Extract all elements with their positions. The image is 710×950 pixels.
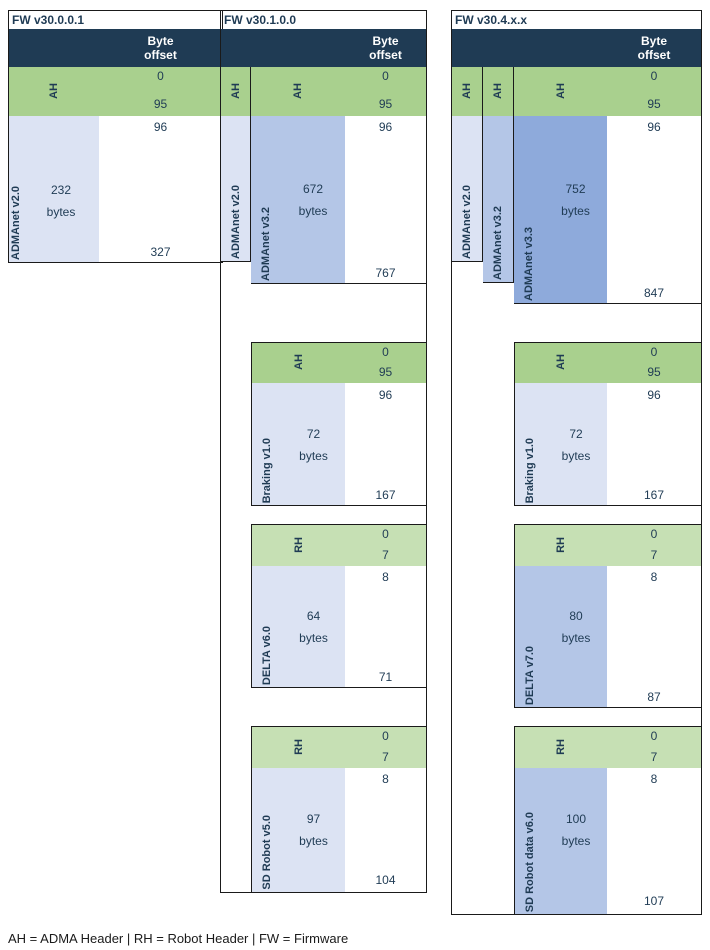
- delta-size: 80 bytes: [545, 566, 607, 707]
- legend-footer: AH = ADMA Header | RH = Robot Header | F…: [8, 931, 349, 946]
- ah-outer-block: AH: [452, 67, 483, 116]
- braking-size: 72 bytes: [282, 383, 345, 505]
- admanet-v32-block: ADMAnet v3.2: [483, 116, 514, 283]
- admanet-v20-block: ADMAnet v2.0: [221, 116, 251, 262]
- rh-offset-cell: 0 7: [607, 525, 701, 566]
- robot-section: [514, 726, 702, 915]
- delta-block: DELTA v6.0: [252, 566, 282, 687]
- ah-outer-block: AH: [221, 67, 251, 116]
- admanet-v20-block: ADMAnet v2.0: [452, 116, 483, 262]
- braking-size: 72 bytes: [545, 383, 607, 505]
- braking-offset-cell: 96 167: [345, 383, 426, 505]
- ah-offset-cell: 0 95: [345, 67, 426, 116]
- ah-block: AH: [251, 67, 345, 116]
- header-blank: [452, 29, 607, 67]
- ah-block: AH: [514, 67, 607, 116]
- header-blank: [221, 29, 345, 67]
- fw-title: FW v30.1.0.0: [224, 13, 297, 27]
- delta-size: 64 bytes: [282, 566, 345, 687]
- ah-offset-end: 95: [153, 97, 168, 111]
- delta-section: [251, 524, 427, 688]
- robot-offset-cell: 8 104: [345, 768, 426, 892]
- rh-offset-cell: 0 7: [607, 727, 701, 768]
- delta-section: [514, 524, 702, 708]
- rh-block: RH: [252, 525, 345, 566]
- robot-size: 97 bytes: [282, 768, 345, 892]
- braking-offset-cell: 96 167: [607, 383, 701, 505]
- braking-section: [514, 342, 702, 506]
- rh-block: RH: [252, 727, 345, 768]
- robot-size: 100 bytes: [545, 768, 607, 914]
- section-divider: [251, 283, 427, 284]
- rh-block: RH: [515, 727, 607, 768]
- robot-section: [251, 726, 427, 893]
- ah-offset-cell: 0 95: [99, 67, 222, 116]
- ah-block: AH: [515, 343, 607, 383]
- braking-section: [251, 342, 427, 506]
- admanet-offset-cell: 96 767: [345, 116, 426, 283]
- ah-offset-cell: 0 95: [607, 67, 701, 116]
- ah-outer-block: AH: [483, 67, 514, 116]
- rh-offset-cell: 0 7: [345, 727, 426, 768]
- braking-block: Braking v1.0: [515, 383, 545, 505]
- rh-offset-cell: 0 7: [345, 525, 426, 566]
- admanet-offset-cell: 96 847: [607, 116, 701, 303]
- admanet-v20-block: ADMAnet v2.0: [9, 116, 23, 262]
- braking-block: Braking v1.0: [252, 383, 282, 505]
- admanet-offset-cell: 96 327: [99, 116, 222, 262]
- fw-title: FW v30.4.x.x: [455, 13, 528, 27]
- admanet-v20-size: 232 bytes: [23, 116, 99, 262]
- ah-block: AH: [252, 343, 345, 383]
- robot-offset-cell: 8 107: [607, 768, 701, 914]
- delta-offset-cell: 8 87: [607, 566, 701, 707]
- robot-block: SD Robot data v6.0: [515, 768, 545, 914]
- ah-offset-cell: 0 95: [607, 343, 701, 383]
- delta-block: DELTA v7.0: [515, 566, 545, 707]
- header-blank: [9, 29, 99, 67]
- section-divider: [514, 303, 702, 304]
- ah-block: AH: [9, 67, 99, 116]
- ah-offset-start: 0: [157, 69, 164, 83]
- delta-offset-cell: 8 71: [345, 566, 426, 687]
- robot-block: SD Robot v5.0: [252, 768, 282, 892]
- admanet-v32-size: 672 bytes: [281, 116, 345, 283]
- ah-offset-cell: 0 95: [345, 343, 426, 383]
- admanet-v32-block: ADMAnet v3.2: [251, 116, 281, 283]
- admanet-v33-block: ADMAnet v3.3: [514, 116, 544, 303]
- rh-block: RH: [515, 525, 607, 566]
- fw-title: FW v30.0.0.1: [12, 13, 85, 27]
- admanet-v33-size: 752 bytes: [544, 116, 607, 303]
